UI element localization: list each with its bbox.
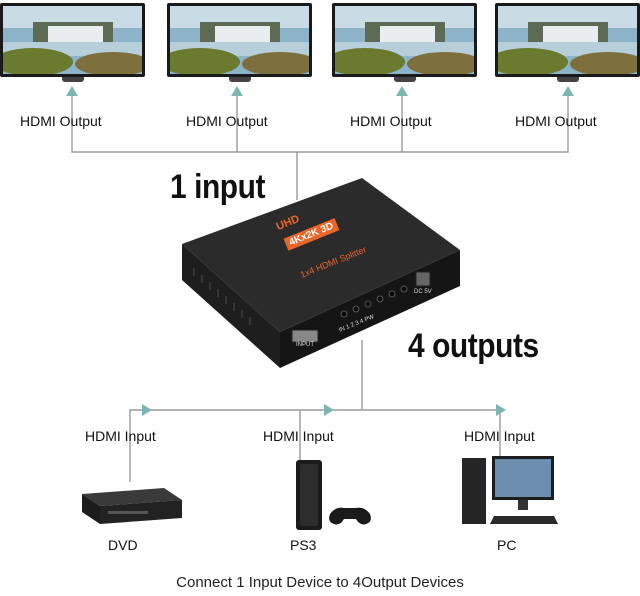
input-label-3: HDMI Input [464, 428, 535, 444]
monitor-3 [332, 3, 477, 83]
dvd-player-icon [82, 488, 182, 524]
headline-outputs: 4 outputs [408, 327, 539, 365]
waterfall-screen-image [3, 6, 142, 74]
headline-input: 1 input [170, 168, 265, 206]
arrow-up-2 [231, 86, 243, 96]
arrow-up-3 [396, 86, 408, 96]
monitor-1 [0, 3, 145, 83]
arrow-right-1 [142, 404, 152, 416]
output-label-4: HDMI Output [515, 113, 597, 129]
output-label-3: HDMI Output [350, 113, 432, 129]
monitor-2 [167, 3, 312, 83]
waterfall-screen-image [335, 6, 474, 74]
waterfall-screen-image [498, 6, 637, 74]
desktop-pc-icon [462, 456, 558, 524]
arrow-right-3 [496, 404, 506, 416]
device-label-dvd: DVD [108, 537, 138, 553]
arrow-up-4 [562, 86, 574, 96]
ps3-console-icon [296, 460, 371, 530]
output-label-2: HDMI Output [186, 113, 268, 129]
waterfall-screen-image [170, 6, 309, 74]
device-label-pc: PC [497, 537, 517, 553]
monitor-4 [495, 3, 640, 83]
output-label-1: HDMI Output [20, 113, 102, 129]
input-label-2: HDMI Input [263, 428, 334, 444]
arrow-up-1 [66, 86, 78, 96]
caption: Connect 1 Input Device to 4Output Device… [176, 574, 464, 591]
device-label-ps3: PS3 [290, 537, 317, 553]
power-label: DC 5V [414, 289, 432, 295]
hdmi-input-port [291, 329, 319, 343]
dc-power-port [415, 271, 431, 287]
arrow-right-2 [324, 404, 334, 416]
hdmi-splitter-device [182, 178, 460, 368]
input-port-label: INPUT [296, 342, 314, 348]
input-label-1: HDMI Input [85, 428, 156, 444]
